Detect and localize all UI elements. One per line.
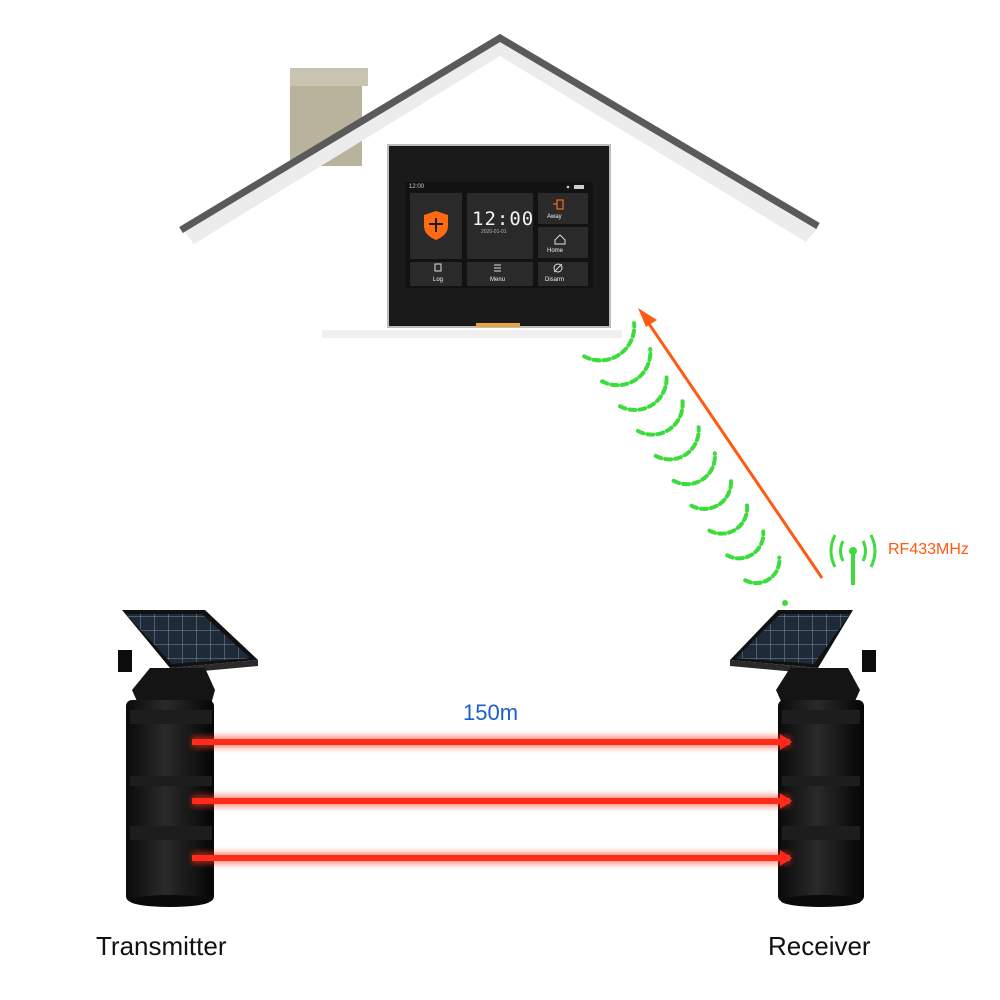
transmitter-label: Transmitter <box>96 931 227 961</box>
signal-arc <box>635 399 685 437</box>
wireless-signal-arcs <box>582 321 788 606</box>
house-icon <box>554 234 566 245</box>
door-icon <box>553 199 564 210</box>
infrared-beams <box>192 734 792 866</box>
disarm-icon <box>553 263 563 273</box>
rf-arrow <box>638 308 824 579</box>
screen-away-label: Away <box>547 214 562 220</box>
screen-clock: 12:00 <box>472 208 535 230</box>
chimney <box>290 68 368 86</box>
screen-disarm-label: Disarm <box>545 277 564 283</box>
screen-status-time: 12:00 <box>409 184 425 190</box>
signal-arc <box>600 347 653 388</box>
distance-label: 150m <box>463 700 519 725</box>
antenna-icon <box>829 534 877 585</box>
signal-arc <box>743 555 782 586</box>
screen-menu-label: Menu <box>490 277 506 283</box>
signal-arc <box>671 451 717 487</box>
signal-arc <box>689 477 734 511</box>
beam-middle <box>192 793 792 809</box>
shield-icon <box>424 211 448 240</box>
screen-date: 2020-01-01 <box>481 229 507 235</box>
signal-source-dot <box>782 600 788 606</box>
alarm-panel <box>387 144 611 328</box>
screen-home-label: Home <box>547 248 564 254</box>
screen-log-label: Log <box>433 277 444 283</box>
signal-arc <box>707 503 750 536</box>
signal-arc <box>725 529 766 561</box>
beam-top <box>192 734 792 750</box>
log-icon <box>434 263 442 272</box>
signal-arc <box>618 373 669 412</box>
receiver-label: Receiver <box>768 931 871 961</box>
signal-arc <box>582 321 637 363</box>
transmitter-device <box>118 610 258 907</box>
signal-arc <box>653 425 701 462</box>
receiver-device <box>730 610 876 907</box>
beam-bottom <box>192 850 792 866</box>
rf-frequency-label: RF433MHz <box>888 541 969 558</box>
menu-icon <box>494 264 501 272</box>
house-roof <box>179 33 820 338</box>
